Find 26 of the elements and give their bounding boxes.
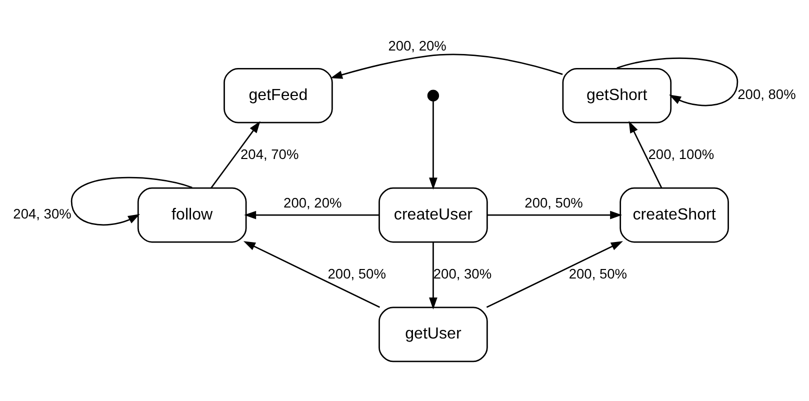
node-box: follow — [137, 187, 247, 243]
arrow — [628, 120, 662, 188]
arrow — [429, 101, 438, 190]
arrow — [330, 54, 563, 79]
edge-label: 200, 80% — [738, 87, 796, 102]
node-box: getShort — [562, 68, 672, 124]
arrow — [244, 210, 379, 220]
node-box: getUser — [378, 306, 488, 362]
arrow — [487, 210, 622, 220]
node-circle — [427, 90, 440, 102]
edge-label: 200, 20% — [284, 196, 342, 211]
edge-label: 200, 50% — [524, 196, 583, 211]
arrow — [243, 241, 380, 308]
node-box: createUser — [378, 187, 488, 243]
edge-label: 200, 20% — [388, 38, 446, 54]
arrow — [429, 242, 438, 310]
node-box: createShort — [620, 187, 729, 243]
edge-label: 200, 50% — [568, 266, 628, 282]
edge-label: 200, 30% — [433, 266, 492, 282]
arrow — [486, 241, 623, 308]
node-box: getFeed — [224, 68, 333, 124]
edge-label: 204, 70% — [240, 146, 299, 162]
arrow — [210, 121, 260, 188]
edge-label: 204, 30% — [13, 206, 72, 222]
edge-label: 200, 100% — [648, 146, 714, 162]
edge-label: 200, 50% — [328, 266, 386, 282]
